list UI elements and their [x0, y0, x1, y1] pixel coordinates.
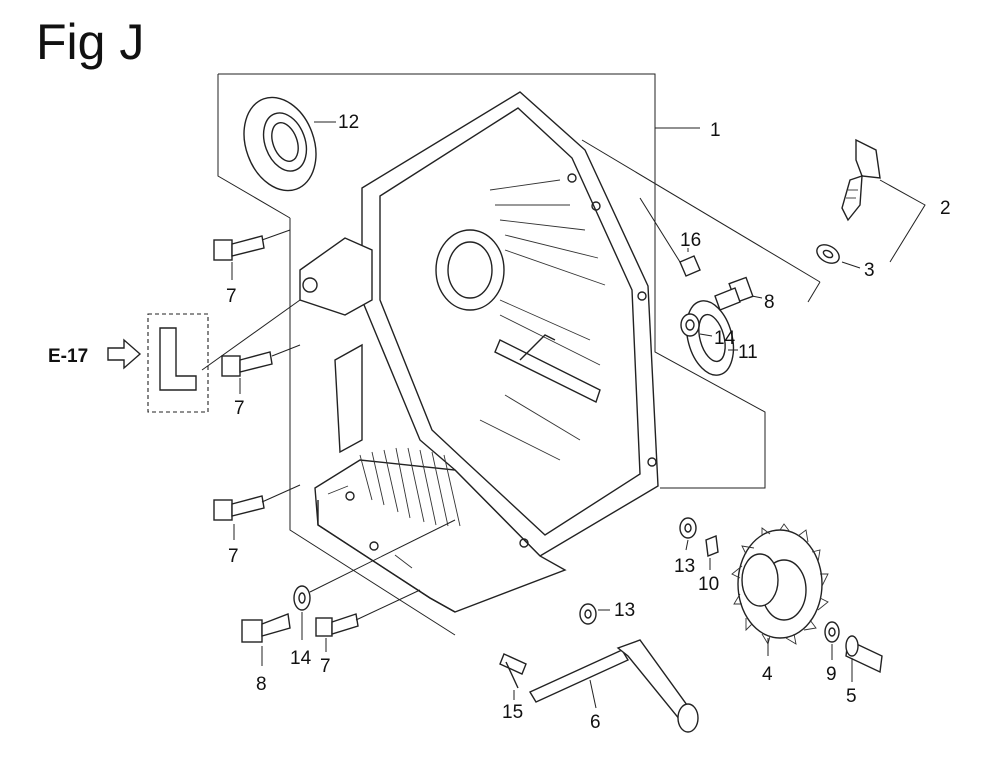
callout-8-right: 8: [764, 292, 775, 313]
reference-e17: [107, 313, 209, 413]
washer-3: [816, 244, 861, 269]
callout-9: 9: [826, 664, 837, 685]
callout-labels: 1 2 3 4 5 6 7 7 7 7 8 8 9 10 11 12 13 13…: [48, 112, 951, 733]
callout-13-upper: 13: [674, 556, 695, 577]
callout-16: 16: [680, 230, 701, 251]
bolts-7: [213, 235, 359, 652]
leader-lines: [201, 197, 681, 621]
assembly-outline: [217, 73, 766, 636]
callout-15: 15: [502, 702, 523, 723]
reference-label: E-17: [48, 346, 88, 367]
gear-4: [731, 523, 829, 656]
callout-5: 5: [846, 686, 857, 707]
clip-15: [499, 653, 527, 700]
washer-14-left: [293, 585, 311, 640]
callout-7-c: 7: [228, 546, 239, 567]
bolt-7-d: [315, 613, 359, 652]
callout-1: 1: [710, 120, 721, 141]
callout-13-lower: 13: [614, 600, 635, 621]
bolt-7-a: [213, 235, 265, 280]
callout-2: 2: [940, 198, 951, 219]
callout-4: 4: [762, 664, 773, 685]
washer-13-lower: [579, 603, 610, 625]
callout-3: 3: [864, 260, 875, 281]
callout-8-left: 8: [256, 674, 267, 695]
washer-13-upper: [679, 517, 697, 551]
drain-plug-2: [841, 138, 881, 222]
bolt-8-right: [714, 276, 763, 311]
bolt-8-left: [241, 613, 291, 666]
callout-7-b: 7: [234, 398, 245, 419]
bolt-7-b: [221, 351, 273, 394]
callout-14-left: 14: [290, 648, 312, 669]
callout-7-a: 7: [226, 286, 237, 307]
callout-12: 12: [338, 112, 359, 133]
figure-title: Fig J: [36, 14, 145, 70]
callout-6: 6: [590, 712, 601, 733]
dowel-pin-16: [679, 248, 701, 277]
callout-7-d: 7: [320, 656, 331, 677]
washer-9: [824, 621, 840, 660]
callout-14-right: 14: [714, 328, 736, 349]
crankcase-cover: [299, 91, 659, 613]
oil-seal-12: [243, 96, 336, 192]
washer-14-right: [680, 313, 713, 337]
governor-arm-6: [528, 639, 699, 733]
bolt-7-c: [213, 495, 265, 540]
shaft-5: [845, 635, 883, 682]
pin-10: [705, 535, 719, 570]
bracket-2-3: [581, 139, 926, 303]
callout-11: 11: [738, 342, 758, 363]
callout-10: 10: [698, 574, 719, 595]
